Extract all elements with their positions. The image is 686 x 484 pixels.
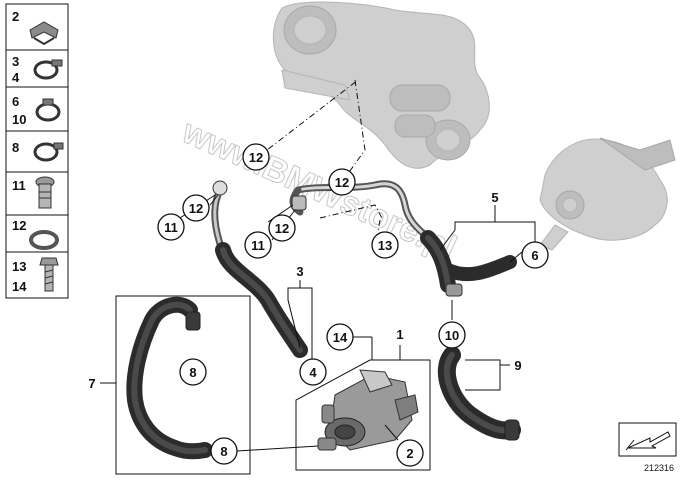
svg-text:6: 6 — [531, 248, 538, 263]
callout-6: 6 — [521, 241, 549, 269]
callout-9: 9 — [514, 358, 521, 373]
turbocharger-ghost — [272, 1, 490, 169]
callout-1: 1 — [396, 327, 403, 342]
legend-label-10: 10 — [12, 112, 26, 127]
hose-clamp-icon — [33, 142, 64, 162]
svg-text:9: 9 — [514, 358, 521, 373]
hose-clamp-icon — [35, 98, 61, 122]
legend-label-4: 4 — [12, 70, 20, 85]
svg-text:4: 4 — [309, 365, 317, 380]
callout-7: 7 — [88, 376, 95, 391]
coolant-hose-9 — [437, 346, 521, 441]
svg-text:10: 10 — [445, 328, 459, 343]
legend-label-13: 13 — [12, 259, 26, 274]
callout-12-right: 12 — [268, 214, 296, 242]
svg-text:5: 5 — [491, 190, 498, 205]
auxiliary-water-pump — [317, 369, 419, 451]
svg-text:12: 12 — [249, 150, 263, 165]
callout-13: 13 — [371, 231, 399, 259]
svg-text:14: 14 — [333, 330, 348, 345]
thermostat-housing-ghost — [539, 137, 676, 251]
svg-text:11: 11 — [164, 220, 178, 235]
direction-arrow-icon — [618, 422, 677, 457]
callout-11-left: 11 — [157, 213, 185, 241]
callout-8-lower: 8 — [210, 437, 238, 465]
callout-12-left: 12 — [182, 194, 210, 222]
spring-clip-icon — [29, 21, 59, 46]
svg-text:11: 11 — [251, 238, 265, 253]
callout-5: 5 — [491, 190, 498, 205]
svg-text:8: 8 — [189, 365, 196, 380]
callout-12-mid: 12 — [328, 168, 356, 196]
svg-text:7: 7 — [88, 376, 95, 391]
hose-clamp-icon — [33, 59, 63, 80]
hollow-bolt-icon — [35, 176, 55, 209]
svg-text:1: 1 — [396, 327, 403, 342]
sealing-ring-icon — [29, 230, 59, 250]
coolant-hose-3 — [215, 242, 308, 358]
legend-label-3: 3 — [12, 54, 19, 69]
callout-11-right: 11 — [244, 231, 272, 259]
legend-label-11: 11 — [12, 178, 26, 193]
pump-1-box — [295, 359, 431, 471]
coolant-hose-5 — [420, 230, 517, 297]
callout-2: 2 — [396, 439, 424, 467]
svg-text:12: 12 — [275, 221, 289, 236]
callout-14: 14 — [326, 323, 354, 351]
svg-text:13: 13 — [378, 238, 392, 253]
legend-label-6: 6 — [12, 94, 19, 109]
callout-8-upper: 8 — [179, 358, 207, 386]
svg-text:3: 3 — [296, 264, 303, 279]
legend-strip: 2 3 4 6 10 8 11 — [5, 3, 69, 299]
callout-10: 10 — [438, 321, 466, 349]
coolant-hose-7 — [126, 296, 213, 460]
legend-label-12: 12 — [12, 218, 26, 233]
svg-text:12: 12 — [335, 175, 349, 190]
svg-text:2: 2 — [406, 446, 413, 461]
legend-label-2: 2 — [12, 9, 19, 24]
callouts: 12 12 12 12 11 11 13 3 — [88, 143, 549, 467]
callout-4: 4 — [299, 358, 327, 386]
svg-text:8: 8 — [220, 444, 227, 459]
screw-icon — [39, 257, 59, 292]
callout-3: 3 — [296, 264, 303, 279]
hose-7-box — [115, 295, 251, 475]
legend-label-14: 14 — [12, 279, 27, 294]
legend-label-8: 8 — [12, 140, 19, 155]
diagram-number: 212316 — [644, 463, 674, 473]
svg-text:12: 12 — [189, 201, 203, 216]
callout-12-top: 12 — [242, 143, 270, 171]
